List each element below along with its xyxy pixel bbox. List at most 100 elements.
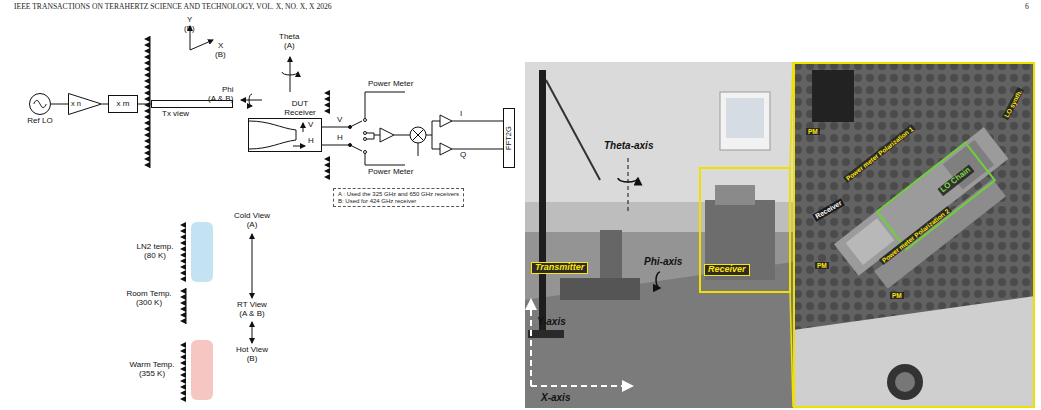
receiver-chain bbox=[394, 135, 410, 136]
axes bbox=[241, 100, 262, 101]
axes bbox=[190, 26, 298, 343]
zoom-photo bbox=[895, 372, 915, 392]
sine-symbol bbox=[34, 100, 47, 107]
zoom-photo bbox=[812, 70, 854, 122]
node-label: Tx view bbox=[162, 110, 189, 119]
port-label: H bbox=[337, 134, 343, 143]
setup-photo bbox=[546, 80, 600, 180]
photo-tag: Transmitter bbox=[531, 262, 588, 274]
zoom-photo bbox=[793, 62, 1035, 408]
axes bbox=[249, 94, 252, 106]
zoom-photo bbox=[877, 143, 995, 250]
setup-photo bbox=[705, 200, 775, 280]
receiver-chain bbox=[413, 130, 424, 141]
instrument-label: Power Meter bbox=[368, 80, 413, 89]
photo-label: X-axis bbox=[541, 392, 570, 403]
axes bbox=[190, 40, 213, 50]
view-label: Cold View (A) bbox=[232, 212, 272, 230]
receiver-chain bbox=[350, 145, 362, 151]
receiver-chain bbox=[440, 115, 452, 127]
node-label: x m bbox=[109, 100, 137, 109]
receiver-chain bbox=[432, 121, 440, 149]
multiplier-triangle: x n bbox=[68, 93, 102, 115]
receiver-chain bbox=[365, 154, 405, 166]
node-label: DUT Receiver bbox=[279, 100, 321, 118]
setup-photo bbox=[700, 168, 790, 292]
fft-box: FFT2G bbox=[503, 108, 515, 168]
photo-tag: PM bbox=[815, 262, 829, 269]
setup-photo bbox=[656, 272, 660, 288]
axis-note: (A) bbox=[284, 42, 295, 51]
multiplier-box: x m bbox=[108, 95, 138, 113]
node-label: x n bbox=[71, 100, 81, 108]
axis-note: (A & B) bbox=[208, 95, 233, 104]
absorbers bbox=[144, 36, 330, 402]
warm-load: Warm Temp. (355 K) bbox=[191, 340, 213, 400]
view-label: Hot View (B) bbox=[234, 346, 270, 364]
polarization-label: V bbox=[308, 121, 313, 130]
axis-label: Y bbox=[187, 16, 192, 25]
view-label: RT View (A & B) bbox=[235, 301, 269, 319]
zoom-photo bbox=[834, 127, 1026, 298]
photo-label: Theta-axis bbox=[604, 140, 653, 151]
cold-load: LN2 temp. (80 K) bbox=[191, 222, 213, 282]
absorbers bbox=[180, 342, 186, 402]
axes bbox=[282, 72, 298, 75]
photo-label: Y-axis bbox=[537, 316, 566, 327]
receiver-chain bbox=[410, 127, 426, 143]
setup-photo bbox=[726, 98, 764, 138]
receiver-horn bbox=[249, 140, 296, 149]
signal-name: Q bbox=[460, 151, 466, 160]
absorbers bbox=[324, 156, 330, 180]
photo-tag: PM bbox=[806, 128, 820, 135]
node-label: Ref LO bbox=[27, 117, 52, 126]
receiver-chain bbox=[322, 92, 503, 165]
setup-photo bbox=[531, 385, 632, 387]
receiver-chain bbox=[364, 132, 367, 135]
absorbers bbox=[180, 222, 186, 282]
port-label: V bbox=[337, 116, 342, 125]
receiver-chain bbox=[364, 138, 367, 141]
receiver-chain bbox=[440, 143, 452, 155]
axes bbox=[252, 234, 253, 298]
setup-photo bbox=[525, 62, 793, 202]
absorbers bbox=[144, 36, 150, 168]
zoom-photo bbox=[794, 63, 1034, 407]
signal-name: I bbox=[460, 110, 462, 119]
absorbers bbox=[324, 90, 330, 114]
setup-photo bbox=[618, 178, 638, 182]
setup-photo bbox=[525, 62, 793, 408]
setup-photo bbox=[720, 92, 770, 150]
node-label: A : Used the 325 GHz and 650 GHz receive… bbox=[338, 191, 459, 198]
oscillator-circle: Ref LO bbox=[29, 93, 51, 115]
receiver-chain bbox=[322, 145, 350, 146]
page-number: 6 bbox=[1025, 3, 1029, 11]
node-label: LN2 temp. (80 K) bbox=[133, 243, 177, 261]
axis-label: Theta bbox=[279, 33, 299, 42]
absorbers bbox=[180, 288, 186, 324]
running-header: IEEE TRANSACTIONS ON TERAHERTZ SCIENCE A… bbox=[14, 3, 332, 11]
receiver-chain bbox=[350, 121, 362, 127]
receiver-chain bbox=[413, 130, 424, 141]
setup-photo bbox=[525, 262, 793, 408]
receiver-chain bbox=[418, 143, 419, 156]
node-label: FFT2G bbox=[505, 126, 513, 150]
receiver-horn bbox=[249, 121, 296, 130]
axis-note: (B) bbox=[184, 25, 195, 34]
setup-photo bbox=[790, 62, 793, 168]
sine-symbol bbox=[30, 94, 50, 114]
setup-photo bbox=[600, 230, 622, 278]
receiver-chain bbox=[365, 92, 405, 119]
receiver-chain bbox=[380, 128, 394, 142]
receiver-chain bbox=[452, 121, 503, 122]
photo-tag: Receiver bbox=[704, 264, 750, 276]
receiver-chain bbox=[364, 119, 367, 122]
setup-photo bbox=[628, 158, 629, 212]
receiver-horn bbox=[293, 146, 305, 147]
receiver-horn bbox=[249, 121, 305, 149]
note-box: A : Used the 325 GHz and 650 GHz receive… bbox=[333, 188, 464, 207]
axis-label: X bbox=[218, 42, 223, 51]
